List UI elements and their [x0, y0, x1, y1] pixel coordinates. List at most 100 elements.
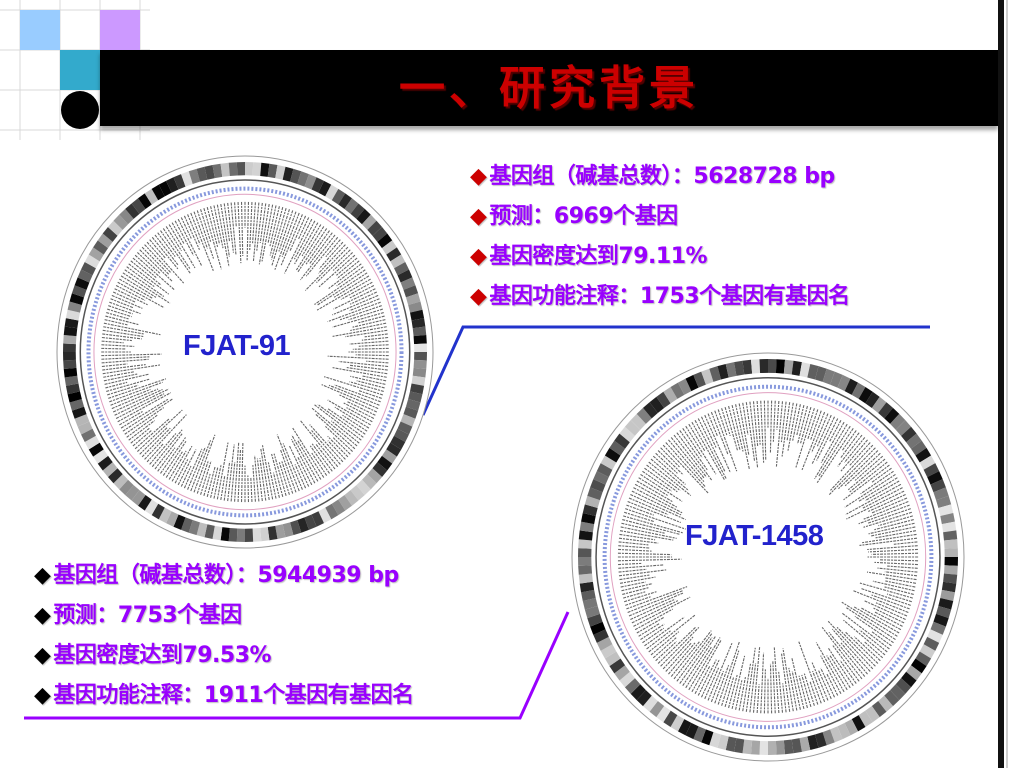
- map-gene-mark: [258, 203, 270, 265]
- map-band-segment: [63, 343, 76, 352]
- map-gene-mark: [636, 616, 665, 634]
- map-band-segment: [837, 374, 851, 392]
- map-gene-mark: [749, 663, 757, 713]
- map-gene-mark: [775, 401, 784, 467]
- deco-square-teal: [60, 50, 100, 90]
- map-gene-mark: [852, 590, 909, 613]
- map-gene-mark: [691, 421, 725, 481]
- map-gene-mark: [854, 615, 894, 644]
- map-band-segment: [107, 220, 123, 236]
- map-gene-mark: [811, 416, 836, 464]
- map-band-segment: [304, 174, 317, 190]
- map-gene-mark: [227, 444, 235, 502]
- diamond-bullet-icon: ◆: [470, 164, 487, 189]
- map-band-segment: [236, 162, 245, 176]
- map-gene-mark: [860, 607, 902, 631]
- map-band-segment: [750, 359, 761, 374]
- map-gene-mark: [638, 623, 660, 637]
- map-gene-mark: [196, 460, 209, 494]
- map-band-segment: [578, 573, 593, 584]
- map-gene-mark: [364, 333, 388, 338]
- map-gene-mark: [342, 414, 368, 432]
- map-gene-mark: [858, 504, 910, 525]
- map-band-segment: [386, 247, 402, 262]
- map-gene-mark: [122, 272, 171, 304]
- map-band-segment: [196, 522, 208, 538]
- map-gene-mark: [349, 298, 380, 312]
- map-gene-mark: [884, 577, 917, 584]
- map-band-segment: [709, 732, 721, 748]
- map-gene-mark: [327, 301, 381, 323]
- map-band-segment: [397, 269, 413, 283]
- map-gene-mark: [339, 305, 382, 321]
- map-gene-mark: [130, 427, 150, 444]
- map-gene-mark: [324, 376, 383, 396]
- map-band-segment: [71, 406, 87, 419]
- map-gene-mark: [146, 443, 164, 463]
- map-gene-mark: [618, 562, 642, 566]
- map-band-segment: [119, 479, 134, 496]
- map-gene-mark: [619, 533, 656, 541]
- map-band-segment: [97, 455, 113, 471]
- map-gene-mark: [738, 403, 750, 456]
- map-band-segment: [344, 490, 359, 506]
- map-gene-mark: [256, 458, 263, 502]
- map-band-segment: [851, 382, 866, 399]
- map-gene-mark: [311, 442, 333, 472]
- map-gene-mark: [281, 460, 294, 494]
- map-band-segment: [943, 573, 958, 584]
- map-band-segment: [188, 520, 200, 536]
- map-gene-mark: [828, 631, 866, 677]
- diamond-bullet-icon: ◆: [34, 603, 51, 628]
- map-gene-mark: [843, 619, 886, 656]
- strain-label-fjat-1458: FJAT-1458: [685, 520, 824, 552]
- map-gene-mark: [893, 541, 918, 545]
- map-band-segment: [807, 363, 819, 380]
- map-gene-mark: [694, 420, 727, 480]
- map-band-segment: [212, 525, 223, 541]
- map-gene-mark: [299, 419, 339, 468]
- map-gene-mark: [618, 548, 652, 552]
- map-gene-mark: [187, 446, 206, 490]
- deco-square-light-blue: [20, 10, 60, 50]
- map-gene-mark: [272, 472, 280, 498]
- connector-line-fjat-1458: [24, 611, 570, 720]
- map-band-segment: [69, 293, 85, 305]
- map-gene-mark: [289, 445, 310, 487]
- map-gene-mark: [334, 384, 381, 403]
- map-gene-mark: [331, 326, 387, 338]
- map-gene-mark: [809, 681, 819, 705]
- map-gene-mark: [735, 680, 743, 710]
- map-band-segment: [578, 548, 592, 557]
- map-band-segment: [228, 162, 238, 177]
- map-band-segment: [81, 428, 96, 443]
- map-gene-mark: [742, 402, 749, 435]
- map-gene-mark: [873, 607, 905, 624]
- map-gene-mark: [223, 461, 231, 501]
- map-gene-mark: [652, 455, 686, 485]
- map-gene-mark: [298, 217, 310, 240]
- map-band-segment: [119, 208, 134, 225]
- map-band-segment: [584, 495, 600, 509]
- map-gene-mark: [115, 284, 146, 301]
- map-band-segment: [102, 226, 118, 242]
- map-gene-mark: [618, 545, 650, 549]
- map-band-segment: [768, 740, 777, 755]
- map-gene-mark: [193, 434, 216, 493]
- map-gene-mark: [349, 364, 388, 371]
- map-gene-mark: [620, 581, 646, 588]
- map-band-segment: [910, 440, 927, 456]
- map-gene-mark: [267, 462, 277, 499]
- map-gene-mark: [626, 504, 655, 516]
- map-gene-mark: [791, 657, 805, 710]
- deco-circle-icon: [61, 91, 99, 129]
- map-gene-mark: [868, 522, 915, 535]
- map-band-segment: [65, 309, 80, 321]
- map-band-segment: [63, 334, 77, 345]
- map-gene-mark: [724, 677, 735, 708]
- map-gene-mark: [676, 432, 713, 481]
- map-gene-mark: [349, 381, 384, 392]
- map-gene-mark: [792, 404, 801, 441]
- map-band-segment: [943, 530, 958, 541]
- map-gene-mark: [234, 442, 240, 502]
